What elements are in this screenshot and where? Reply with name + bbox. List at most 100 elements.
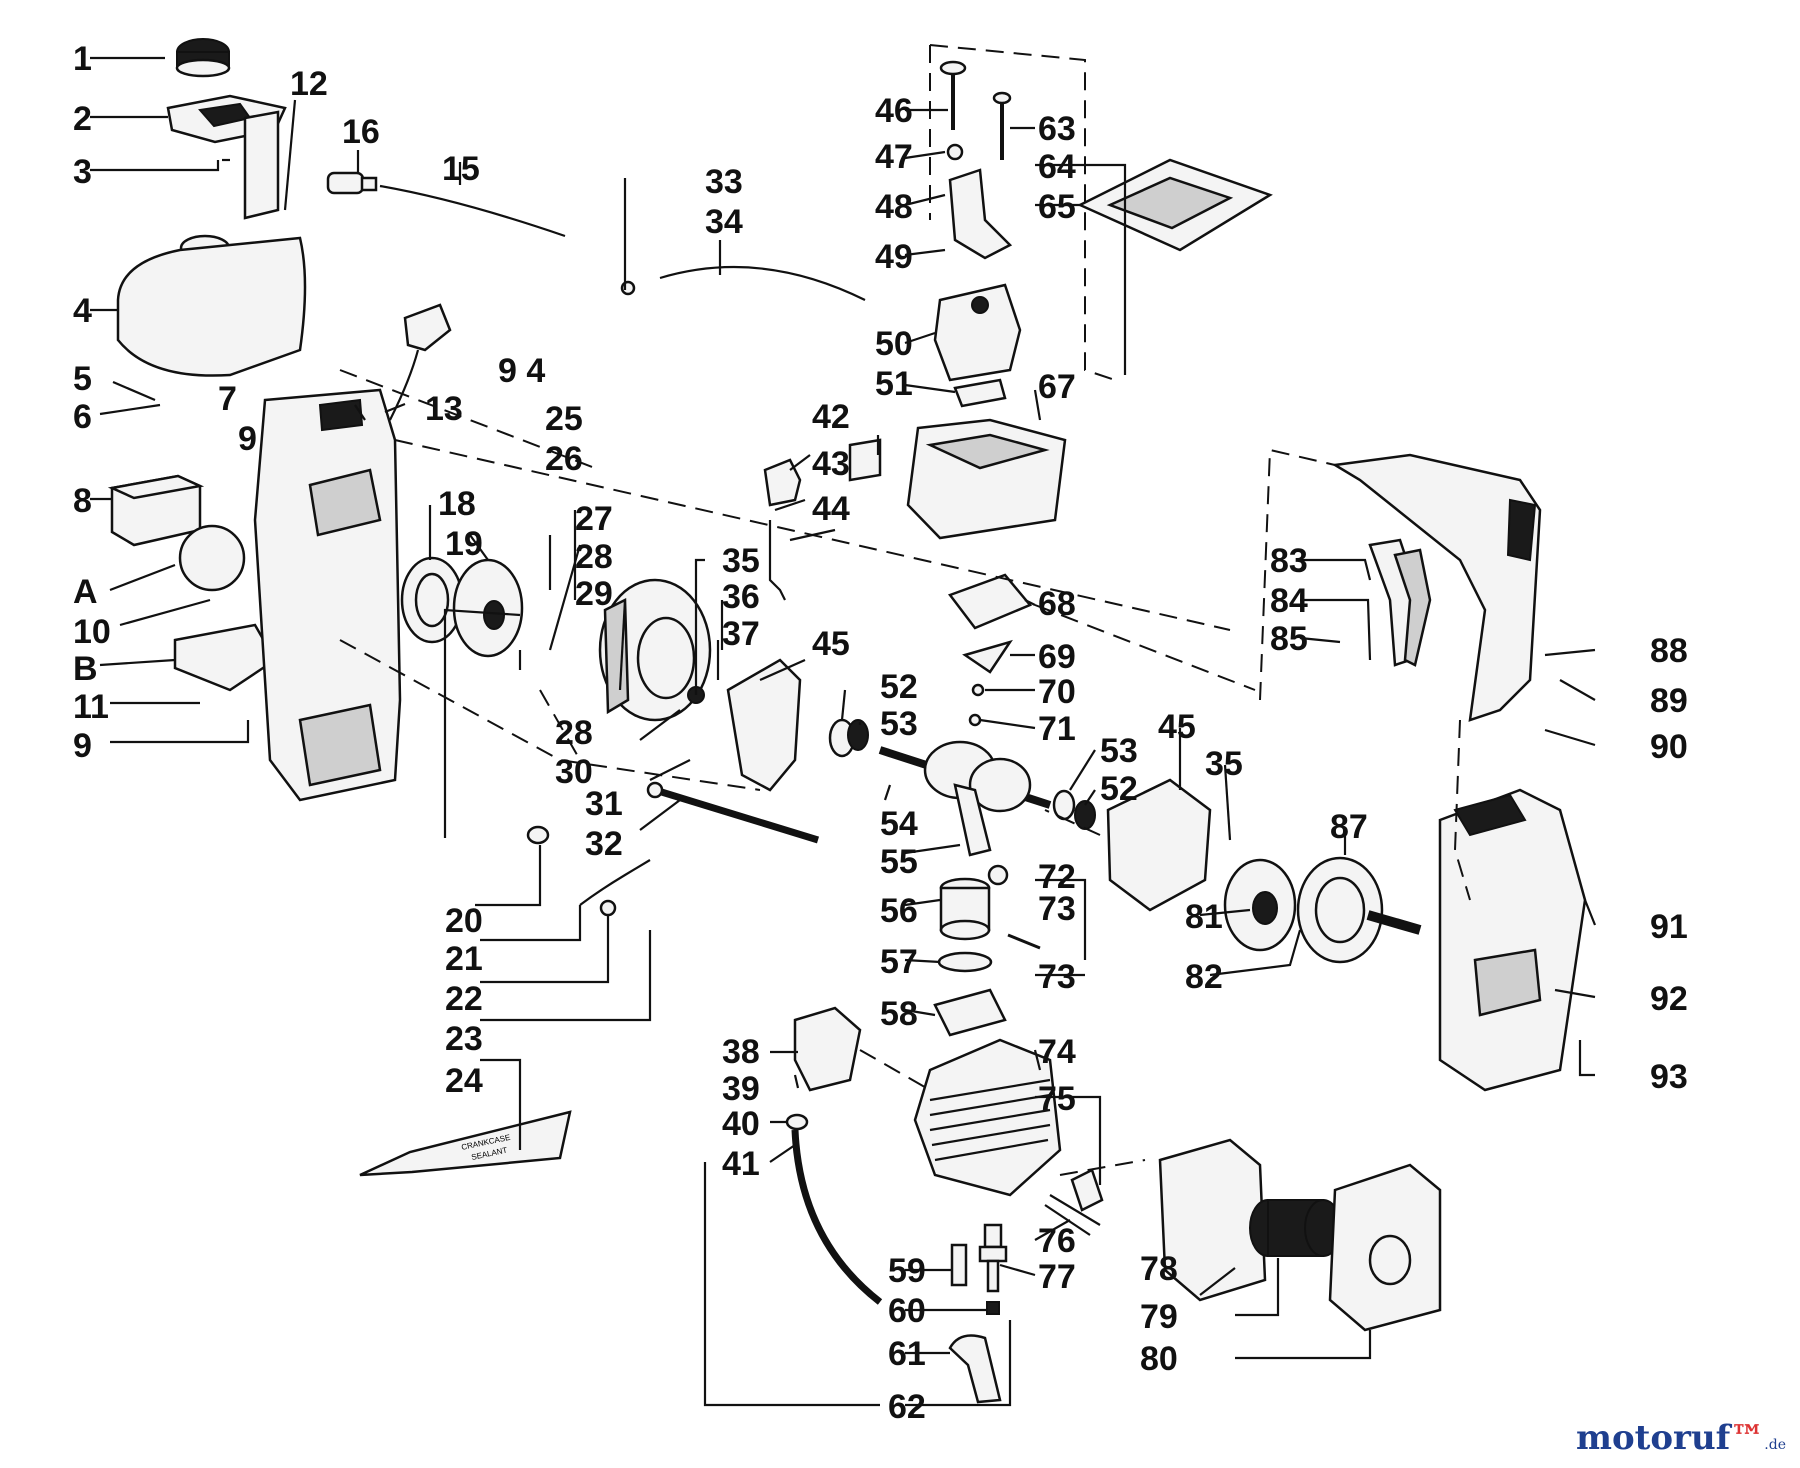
plate-b-part [173, 623, 277, 692]
label-52b: 52 [1100, 770, 1138, 808]
label-87: 87 [1330, 808, 1368, 846]
label-11: 11 [73, 688, 109, 726]
label-37: 37 [722, 615, 760, 653]
label-47: 47 [875, 138, 913, 176]
carb-housing-part [906, 418, 1067, 540]
clutch-drum-part [1296, 856, 1422, 964]
starter-pulley-part [452, 558, 524, 658]
watermark-brand: motoruf [1576, 1418, 1731, 1458]
crankcase-half-right-part [1106, 778, 1212, 912]
label-A: A [73, 573, 98, 611]
ignition-coil-part [793, 1006, 862, 1092]
label-21: 21 [445, 940, 483, 978]
air-filter-housing-part [1158, 1138, 1267, 1302]
label-65: 65 [1038, 188, 1076, 226]
label-25: 25 [545, 400, 583, 438]
label-20: 20 [445, 902, 483, 940]
label-46: 46 [875, 92, 913, 130]
label-59: 59 [888, 1252, 926, 1290]
label-84: 84 [1270, 582, 1308, 620]
plug-boot-part [948, 1334, 1002, 1404]
label-83: 83 [1270, 542, 1308, 580]
label-36: 36 [722, 578, 760, 616]
label-85: 85 [1270, 620, 1308, 658]
label-81: 81 [1185, 898, 1223, 936]
label-64: 64 [1038, 148, 1076, 186]
label-50: 50 [875, 325, 913, 363]
watermark-domain: .de [1764, 1437, 1786, 1453]
label-68: 68 [1038, 585, 1076, 623]
label-79: 79 [1140, 1298, 1178, 1336]
label-10: 10 [73, 613, 111, 651]
cylinder-part [913, 1038, 1062, 1197]
label-80: 80 [1140, 1340, 1178, 1378]
label-93: 93 [1650, 1058, 1688, 1096]
label-76: 76 [1038, 1222, 1076, 1260]
crankshaft-part [878, 740, 1052, 813]
label-58: 58 [880, 995, 918, 1033]
label-39: 39 [722, 1070, 760, 1108]
spark-plug-part [978, 1223, 1008, 1293]
label-7: 7 [218, 380, 237, 418]
tank-bracket-part [243, 110, 280, 220]
label-4: 4 [73, 292, 92, 330]
label-51: 51 [875, 365, 913, 403]
label-28a: 28 [575, 538, 613, 576]
label-77: 77 [1038, 1258, 1076, 1296]
label-16: 16 [342, 113, 380, 151]
label-33: 33 [705, 163, 743, 201]
piston-part [939, 877, 991, 941]
label-94: 9 4 [498, 352, 545, 390]
parts-artwork: CRANKCASE SEALANT [107, 38, 1587, 1404]
label-74: 74 [1038, 1033, 1076, 1071]
flywheel-part [598, 578, 712, 722]
label-22: 22 [445, 980, 483, 1018]
label-26: 26 [545, 440, 583, 478]
carburetor-part [933, 283, 1022, 382]
label-57: 57 [880, 943, 918, 981]
sealant-tube-part: CRANKCASE SEALANT [359, 1110, 572, 1177]
label-13: 13 [425, 390, 463, 428]
starter-handle-part [389, 303, 452, 421]
label-73b: 73 [1038, 958, 1076, 996]
bushing-part [526, 825, 550, 845]
label-32: 32 [585, 825, 623, 863]
watermark: motoruf™.de [1576, 1418, 1786, 1458]
label-72: 72 [1038, 858, 1076, 896]
label-38: 38 [722, 1033, 760, 1071]
label-2: 2 [73, 100, 92, 138]
main-housing-part [253, 388, 402, 802]
label-B: B [73, 650, 98, 688]
label-49: 49 [875, 238, 913, 276]
lever-part [579, 859, 651, 906]
label-30: 30 [555, 753, 593, 791]
label-45a: 45 [812, 625, 850, 663]
label-60: 60 [888, 1292, 926, 1330]
label-89: 89 [1650, 682, 1688, 720]
watermark-accent: ™ [1730, 1418, 1765, 1458]
fitting-part [326, 171, 378, 195]
label-78: 78 [1140, 1250, 1178, 1288]
label-29: 29 [575, 575, 613, 613]
label-23: 23 [445, 1020, 483, 1058]
pulley-ring-part [400, 556, 464, 644]
label-70: 70 [1038, 673, 1076, 711]
label-24: 24 [445, 1062, 483, 1100]
label-3: 3 [73, 153, 92, 191]
label-63: 63 [1038, 110, 1076, 148]
label-1: 1 [73, 40, 92, 78]
label-35b: 35 [1205, 745, 1243, 783]
label-75: 75 [1038, 1080, 1076, 1118]
shaft-part [646, 781, 820, 844]
label-82: 82 [1185, 958, 1223, 996]
fuel-cap-part [175, 38, 231, 78]
label-42: 42 [812, 398, 850, 436]
label-18: 18 [438, 485, 476, 523]
ignition-module-part [763, 458, 802, 507]
fuel-tank-part [116, 234, 307, 377]
leader-lines [90, 56, 1597, 1407]
label-19: 19 [445, 525, 483, 563]
label-52a: 52 [880, 668, 918, 706]
clutch-part [1223, 858, 1297, 952]
label-53b: 53 [1100, 732, 1138, 770]
